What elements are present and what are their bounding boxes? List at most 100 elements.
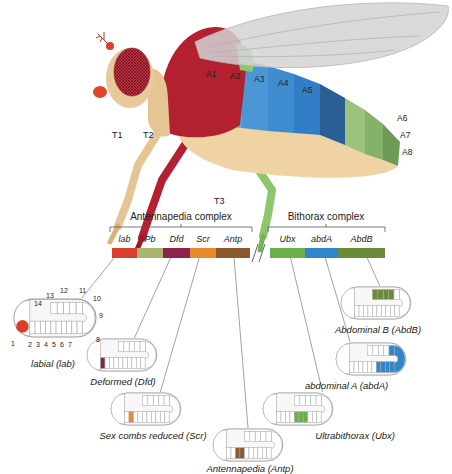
segment-number: 11 xyxy=(79,287,86,294)
gene-name: AbdB xyxy=(332,234,391,244)
segment-a4 xyxy=(294,74,320,135)
segment-number: 1 xyxy=(11,340,15,347)
embryo-segment xyxy=(267,448,271,459)
embryo-segment xyxy=(51,302,57,314)
segment-number: 5 xyxy=(52,341,56,348)
embryo-segment xyxy=(358,362,362,373)
embryo-segment xyxy=(156,412,160,423)
embryo-segment xyxy=(72,321,77,334)
leader-line xyxy=(160,258,199,392)
embryo-segment xyxy=(381,306,385,317)
embryo-segment xyxy=(105,358,109,369)
embryo-segment xyxy=(227,448,231,459)
embryo-segment xyxy=(142,412,146,423)
embryo-segment xyxy=(378,346,383,356)
embryo-segment xyxy=(394,290,399,300)
embryo-segment xyxy=(281,412,285,423)
embryo-segment xyxy=(165,412,169,423)
segment-number: 2 xyxy=(28,341,32,348)
embryo-segment xyxy=(378,290,383,300)
segment-number: 12 xyxy=(60,287,68,294)
segment-label: A7 xyxy=(400,131,410,140)
embryo-caption: Abdominal B (AbdB) xyxy=(335,324,447,335)
embryo-segment xyxy=(277,412,281,423)
embryo-segment xyxy=(300,396,305,406)
embryo-segment xyxy=(244,448,248,459)
embryo-segment xyxy=(367,362,371,373)
embryo-segment xyxy=(390,306,394,317)
segment-a8 xyxy=(383,124,400,166)
chromosome-break xyxy=(252,244,265,262)
embryo-segment xyxy=(151,412,155,423)
embryo-segment xyxy=(136,358,140,369)
segment-a3 xyxy=(268,66,294,133)
embryo-segment xyxy=(389,290,394,300)
complex-bracket xyxy=(268,224,385,232)
embryo-caption: Ultrabithorax (Ubx) xyxy=(262,430,395,441)
segment-number: 9 xyxy=(99,312,103,319)
embryo-segment xyxy=(354,362,358,373)
embryo-segment xyxy=(312,412,316,423)
embryo-segment xyxy=(129,342,134,352)
gene-name: Pb xyxy=(131,234,169,244)
segment-label: A5 xyxy=(302,86,312,95)
embryo-segment xyxy=(303,412,307,423)
leader-line xyxy=(134,258,170,338)
segment-label: A2 xyxy=(230,72,240,81)
embryo-segment xyxy=(70,302,76,314)
segment-a7 xyxy=(365,110,383,160)
embryo-segment xyxy=(133,412,137,423)
embryo-node: abdominal A (abdA) xyxy=(305,342,410,392)
segment-label: A8 xyxy=(402,148,412,157)
embryo-segment xyxy=(377,306,381,317)
embryo-segment xyxy=(145,342,156,369)
gene-box: Dfd xyxy=(163,232,190,258)
gene-segment xyxy=(163,248,190,258)
embryo-segment xyxy=(308,412,312,423)
embryo-head xyxy=(87,340,100,370)
embryo-segment xyxy=(385,362,389,373)
embryo-segment xyxy=(46,321,51,334)
leader-line xyxy=(82,258,114,298)
embryo-node: Abdominal B (AbdB) xyxy=(335,286,447,336)
gene-box: AbdB xyxy=(338,232,385,258)
embryo-segment xyxy=(141,358,145,369)
embryo-segment xyxy=(355,306,359,317)
embryo-head xyxy=(336,344,349,374)
embryo-drawing xyxy=(340,286,412,320)
gene-segment xyxy=(216,248,250,258)
embryo-segment xyxy=(299,412,303,423)
segment-number: 10 xyxy=(93,295,101,302)
embryo-segment xyxy=(169,396,180,423)
mouthpart xyxy=(93,86,107,98)
embryo-segment xyxy=(82,302,95,334)
embryo-segment xyxy=(376,362,380,373)
embryo-segment xyxy=(368,306,372,317)
embryo-outline xyxy=(14,299,96,337)
embryo-segment xyxy=(148,396,153,406)
embryo-drawing xyxy=(212,428,284,462)
embryo-segment xyxy=(386,306,390,317)
leader-line xyxy=(234,258,248,428)
segment-label: A3 xyxy=(254,75,264,84)
gene-name: abdA xyxy=(299,234,344,244)
segment-label: A6 xyxy=(397,114,407,123)
embryo-segment xyxy=(363,362,367,373)
embryo-drawing xyxy=(86,338,158,372)
embryo-segment xyxy=(67,321,72,334)
embryo-head xyxy=(213,430,226,460)
embryo-segment xyxy=(132,358,136,369)
embryo-segment xyxy=(359,306,363,317)
gene-box: Scr xyxy=(190,232,216,258)
segment-number: 7 xyxy=(68,341,72,348)
embryo-segment xyxy=(321,396,332,423)
embryo-segment xyxy=(63,302,69,314)
segment-label: T3 xyxy=(214,197,225,206)
embryo-segment xyxy=(40,321,45,334)
embryo-segment xyxy=(138,412,142,423)
embryo-segment xyxy=(124,342,129,352)
embryo-segment xyxy=(114,358,118,369)
embryo-segment xyxy=(367,346,372,356)
segment-label: A1 xyxy=(206,70,216,79)
